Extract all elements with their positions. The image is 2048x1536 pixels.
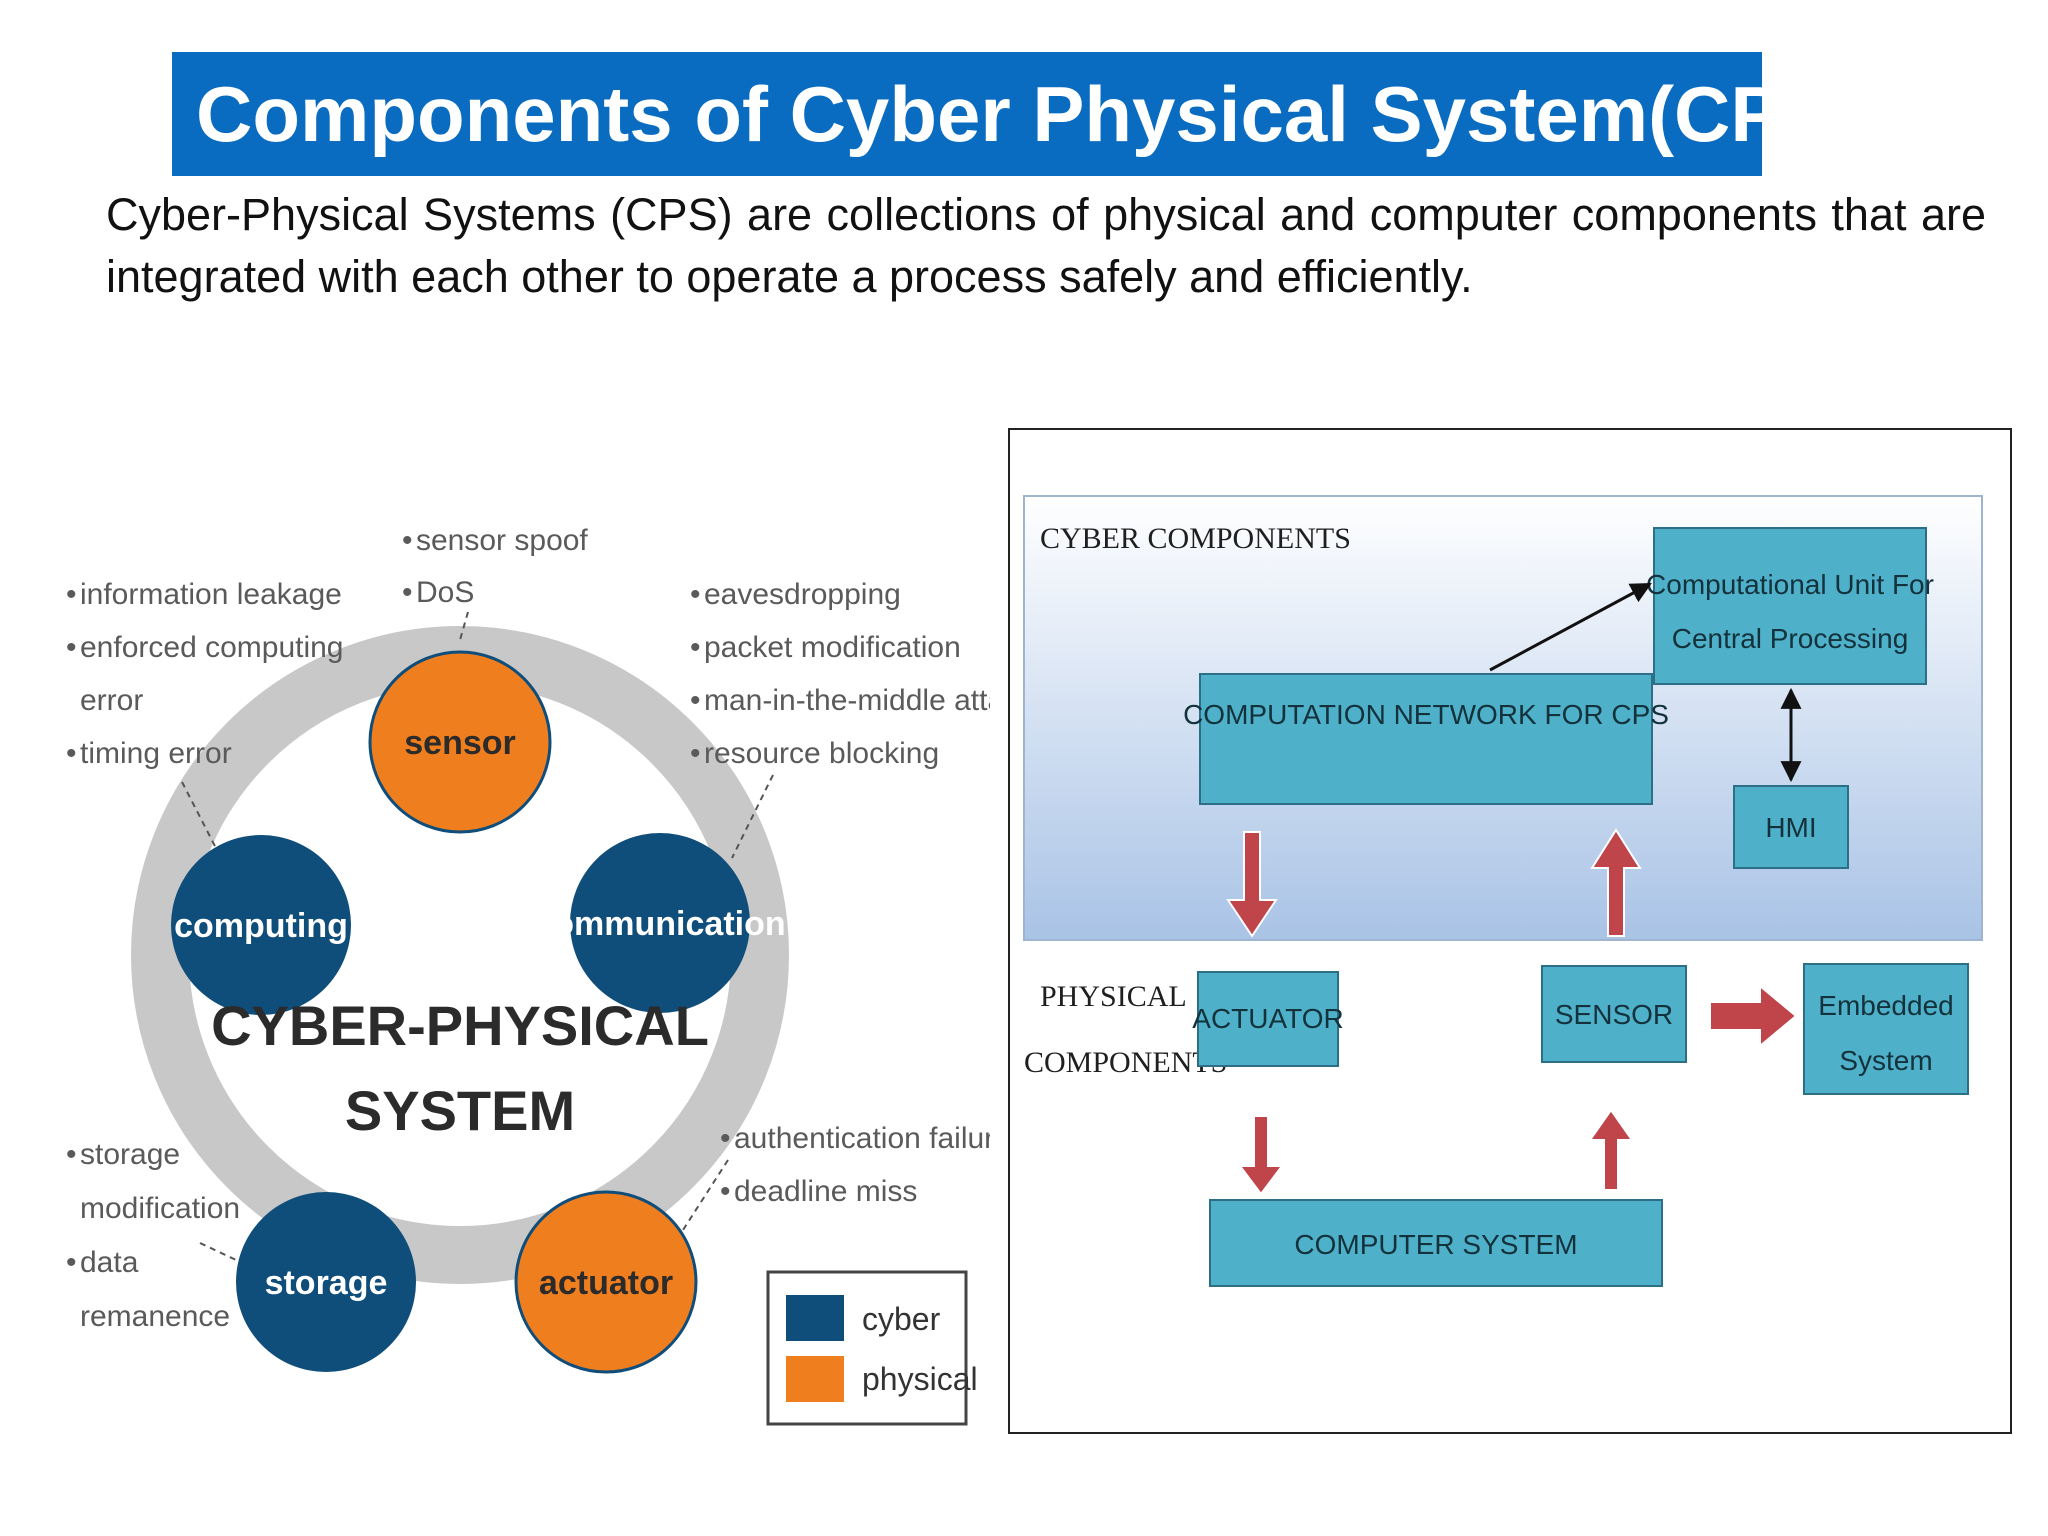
embedded-system-box: Embedded System — [1803, 963, 1969, 1095]
storage-node: storage — [236, 1192, 416, 1372]
computing-node: computing — [171, 835, 351, 1015]
physical-components-label-line2: COMPONENTS — [1024, 1046, 1227, 1079]
storage-threat-1: storage — [80, 1138, 180, 1171]
sensor-threats: • sensor spoof • DoS — [402, 524, 588, 609]
computing-threats: • information leakage • enforced computi… — [66, 578, 344, 770]
communication-threat-2: packet modification — [704, 631, 961, 664]
network-to-actuator-arrow — [1226, 831, 1278, 938]
actuator-box: ACTUATOR — [1192, 971, 1344, 1067]
threat-bullet: • — [690, 631, 701, 664]
embedded-line1: Embedded — [1818, 990, 1953, 1021]
threat-bullet: • — [690, 737, 701, 770]
slide-title-bar: Components of Cyber Physical System(CPS) — [172, 52, 1861, 176]
storage-threat-4: remanence — [80, 1300, 230, 1333]
threat-bullet: • — [690, 578, 701, 611]
sensor-threat-1: sensor spoof — [416, 524, 588, 557]
sensor-threat-2: DoS — [416, 576, 474, 609]
sensor-node-label: sensor — [404, 724, 516, 762]
storage-leader-line — [199, 1242, 237, 1261]
communication-node: communication — [534, 833, 786, 1013]
storage-threat-3: data — [80, 1246, 139, 1279]
slide-title: Components of Cyber Physical System(CPS) — [196, 70, 1861, 158]
communication-threat-1: eavesdropping — [704, 578, 901, 611]
computer-system-label: COMPUTER SYSTEM — [1294, 1229, 1577, 1260]
computing-threat-2: enforced computing — [80, 631, 344, 664]
sensor-to-embedded-arrow — [1709, 983, 1798, 1049]
computation-network-label: COMPUTATION NETWORK FOR CPS — [1183, 699, 1669, 730]
cps-component-diagram: CYBER COMPONENTS Computational Unit For … — [1008, 428, 2012, 1434]
threat-bullet: • — [66, 737, 77, 770]
actuator-node-label: actuator — [539, 1264, 673, 1302]
cps-threat-diagram: sensor communication actuator storage co… — [40, 500, 1035, 1460]
embedded-line2: System — [1839, 1045, 1932, 1076]
computation-network-box: COMPUTATION NETWORK FOR CPS — [1183, 673, 1669, 805]
sensor-box-label: SENSOR — [1555, 999, 1673, 1030]
computer-system-box: COMPUTER SYSTEM — [1209, 1199, 1663, 1287]
cps-threat-svg: sensor communication actuator storage co… — [66, 524, 1035, 1426]
cps-component-svg: CYBER COMPONENTS Computational Unit For … — [1023, 495, 1983, 1287]
hmi-box: HMI — [1733, 785, 1849, 869]
sensor-leader-line — [459, 611, 469, 641]
storage-node-label: storage — [265, 1264, 388, 1302]
computational-unit-box: Computational Unit For Central Processin… — [1646, 527, 1934, 685]
threat-bullet: • — [720, 1175, 731, 1208]
threat-bullet: • — [66, 578, 77, 611]
legend-swatch-cyber — [786, 1295, 844, 1341]
sensor-to-network-arrow — [1590, 828, 1642, 937]
computational-unit-line1: Computational Unit For — [1646, 569, 1934, 600]
actuator-leader-line — [682, 1159, 729, 1231]
actuator-node: actuator — [514, 1190, 698, 1374]
actuator-threat-1: authentication failure — [734, 1122, 990, 1155]
legend-swatch-physical — [786, 1356, 844, 1402]
threat-bullet: • — [66, 1246, 77, 1279]
threat-bullet: • — [66, 631, 77, 664]
actuator-threat-2: deadline miss — [734, 1175, 917, 1208]
actuator-to-computer-arrow — [1238, 1115, 1284, 1196]
threat-bullet: • — [720, 1122, 731, 1155]
computational-unit-line2: Central Processing — [1672, 623, 1909, 654]
sensor-node: sensor — [368, 650, 552, 834]
center-label-line1: CYBER-PHYSICAL — [211, 994, 709, 1057]
intro-paragraph: Cyber-Physical Systems (CPS) are collect… — [106, 189, 1986, 302]
actuator-threats: • authentication failure • deadline miss — [720, 1122, 1011, 1208]
communication-threats: • eavesdropping • packet modification • … — [690, 578, 1035, 770]
legend: cyber physical — [766, 1270, 978, 1426]
computing-threat-1: information leakage — [80, 578, 342, 611]
threat-bullet: • — [402, 576, 413, 609]
storage-threat-2: modification — [80, 1192, 240, 1225]
network-to-unit-arrow — [1489, 582, 1652, 672]
sensor-box: SENSOR — [1541, 965, 1687, 1063]
threat-bullet: • — [690, 684, 701, 717]
computing-threat-3: error — [80, 684, 143, 717]
communication-threat-4: resource blocking — [704, 737, 939, 770]
communication-leader-line — [731, 774, 774, 859]
center-label-line2: SYSTEM — [345, 1079, 575, 1142]
threat-bullet: • — [402, 524, 413, 557]
legend-label-physical: physical — [862, 1361, 978, 1397]
physical-components-label-line1: PHYSICAL — [1040, 980, 1187, 1013]
hmi-label: HMI — [1765, 812, 1816, 843]
legend-label-cyber: cyber — [862, 1301, 941, 1337]
communication-threat-3: man-in-the-middle attack — [704, 684, 990, 717]
threat-bullet: • — [66, 1138, 77, 1171]
storage-threats: • storage modification • data remanence — [66, 1138, 240, 1333]
communication-node-label: communication — [534, 905, 785, 943]
computing-node-label: computing — [174, 907, 348, 945]
actuator-box-label: ACTUATOR — [1192, 1003, 1343, 1034]
computing-leader-line — [181, 781, 219, 853]
cyber-components-label: CYBER COMPONENTS — [1040, 522, 1351, 555]
computer-to-sensor-arrow — [1588, 1108, 1634, 1191]
computing-threat-4: timing error — [80, 737, 232, 770]
